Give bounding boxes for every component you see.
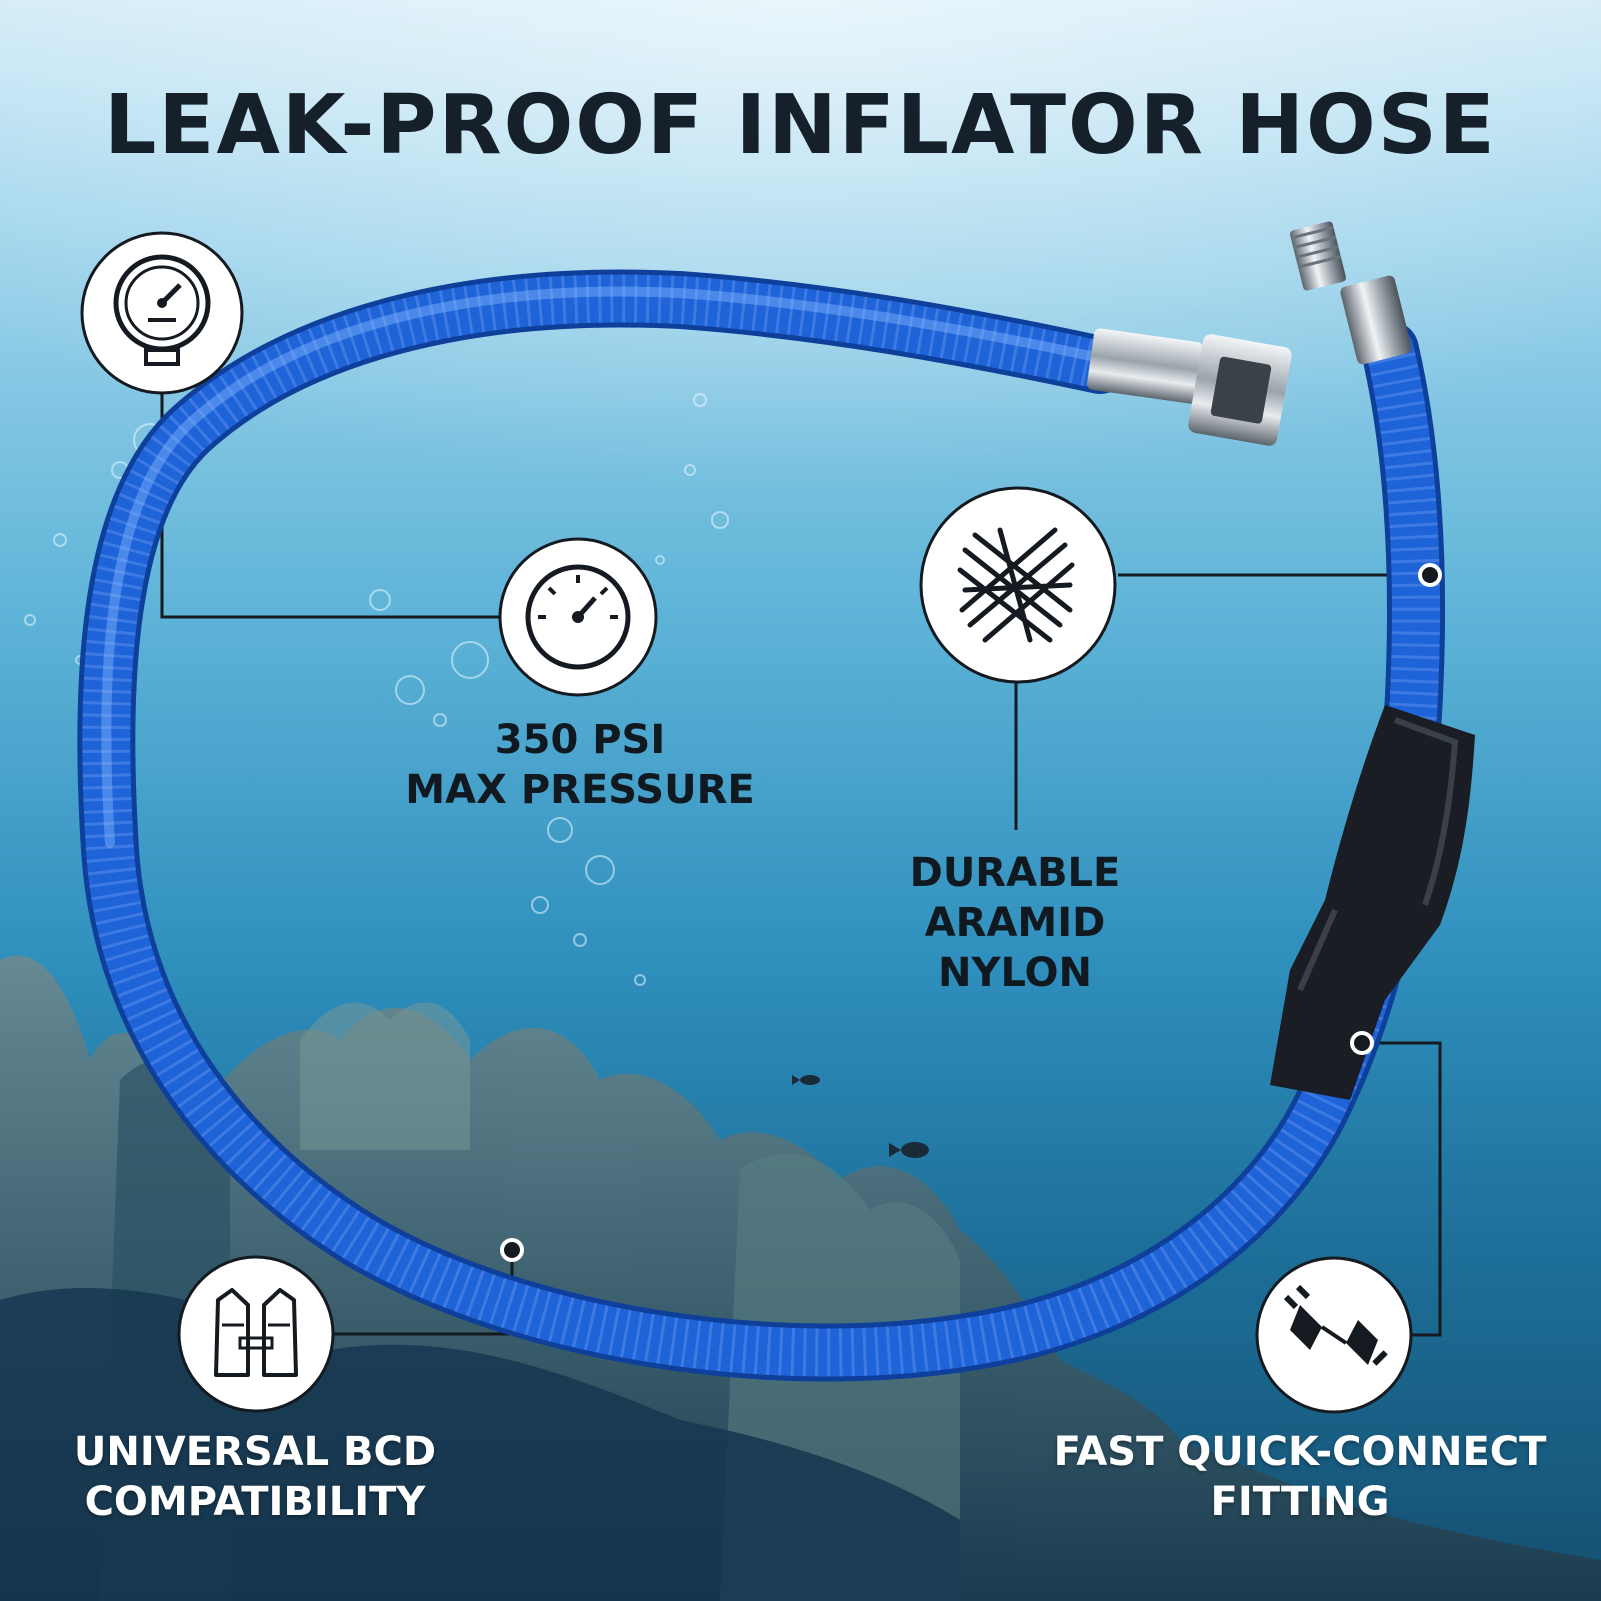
- feature-label-line: DURABLE: [909, 850, 1121, 896]
- feature-label-line: COMPATIBILITY: [84, 1479, 426, 1525]
- feature-label-line: ARAMID: [924, 900, 1106, 946]
- hose-fitting-left: [1086, 328, 1292, 446]
- plug-icon: [1255, 1256, 1413, 1414]
- feature-label-fitting: FAST QUICK-CONNECT FITTING: [1035, 1427, 1565, 1527]
- quick-connect-sleeve: [1270, 705, 1475, 1100]
- feature-label-line: NYLON: [938, 950, 1092, 996]
- coral-reef: [0, 955, 1601, 1601]
- feature-label-line: 350 PSI: [494, 717, 666, 763]
- life-vest-icon: [177, 1255, 335, 1413]
- feature-label-line: UNIVERSAL BCD: [73, 1429, 437, 1475]
- woven-fabric-icon: [919, 486, 1117, 684]
- hose-fitting-right: [1290, 221, 1412, 365]
- feature-label-line: FAST QUICK-CONNECT: [1053, 1429, 1547, 1475]
- feature-label-compat: UNIVERSAL BCD COMPATIBILITY: [60, 1427, 450, 1527]
- fish: [792, 1075, 929, 1158]
- feature-label-line: FITTING: [1210, 1479, 1390, 1525]
- feature-label-material: DURABLE ARAMID NYLON: [860, 848, 1170, 998]
- callout-dots: [500, 563, 1442, 1262]
- pressure-gauge-icon: [80, 231, 244, 395]
- pressure-dial-icon: [498, 537, 658, 697]
- feature-label-line: MAX PRESSURE: [405, 767, 755, 813]
- page-title: LEAK-PROOF INFLATOR HOSE: [104, 78, 1497, 173]
- bubbles: [24, 393, 729, 986]
- feature-label-pressure: 350 PSI MAX PRESSURE: [380, 715, 780, 815]
